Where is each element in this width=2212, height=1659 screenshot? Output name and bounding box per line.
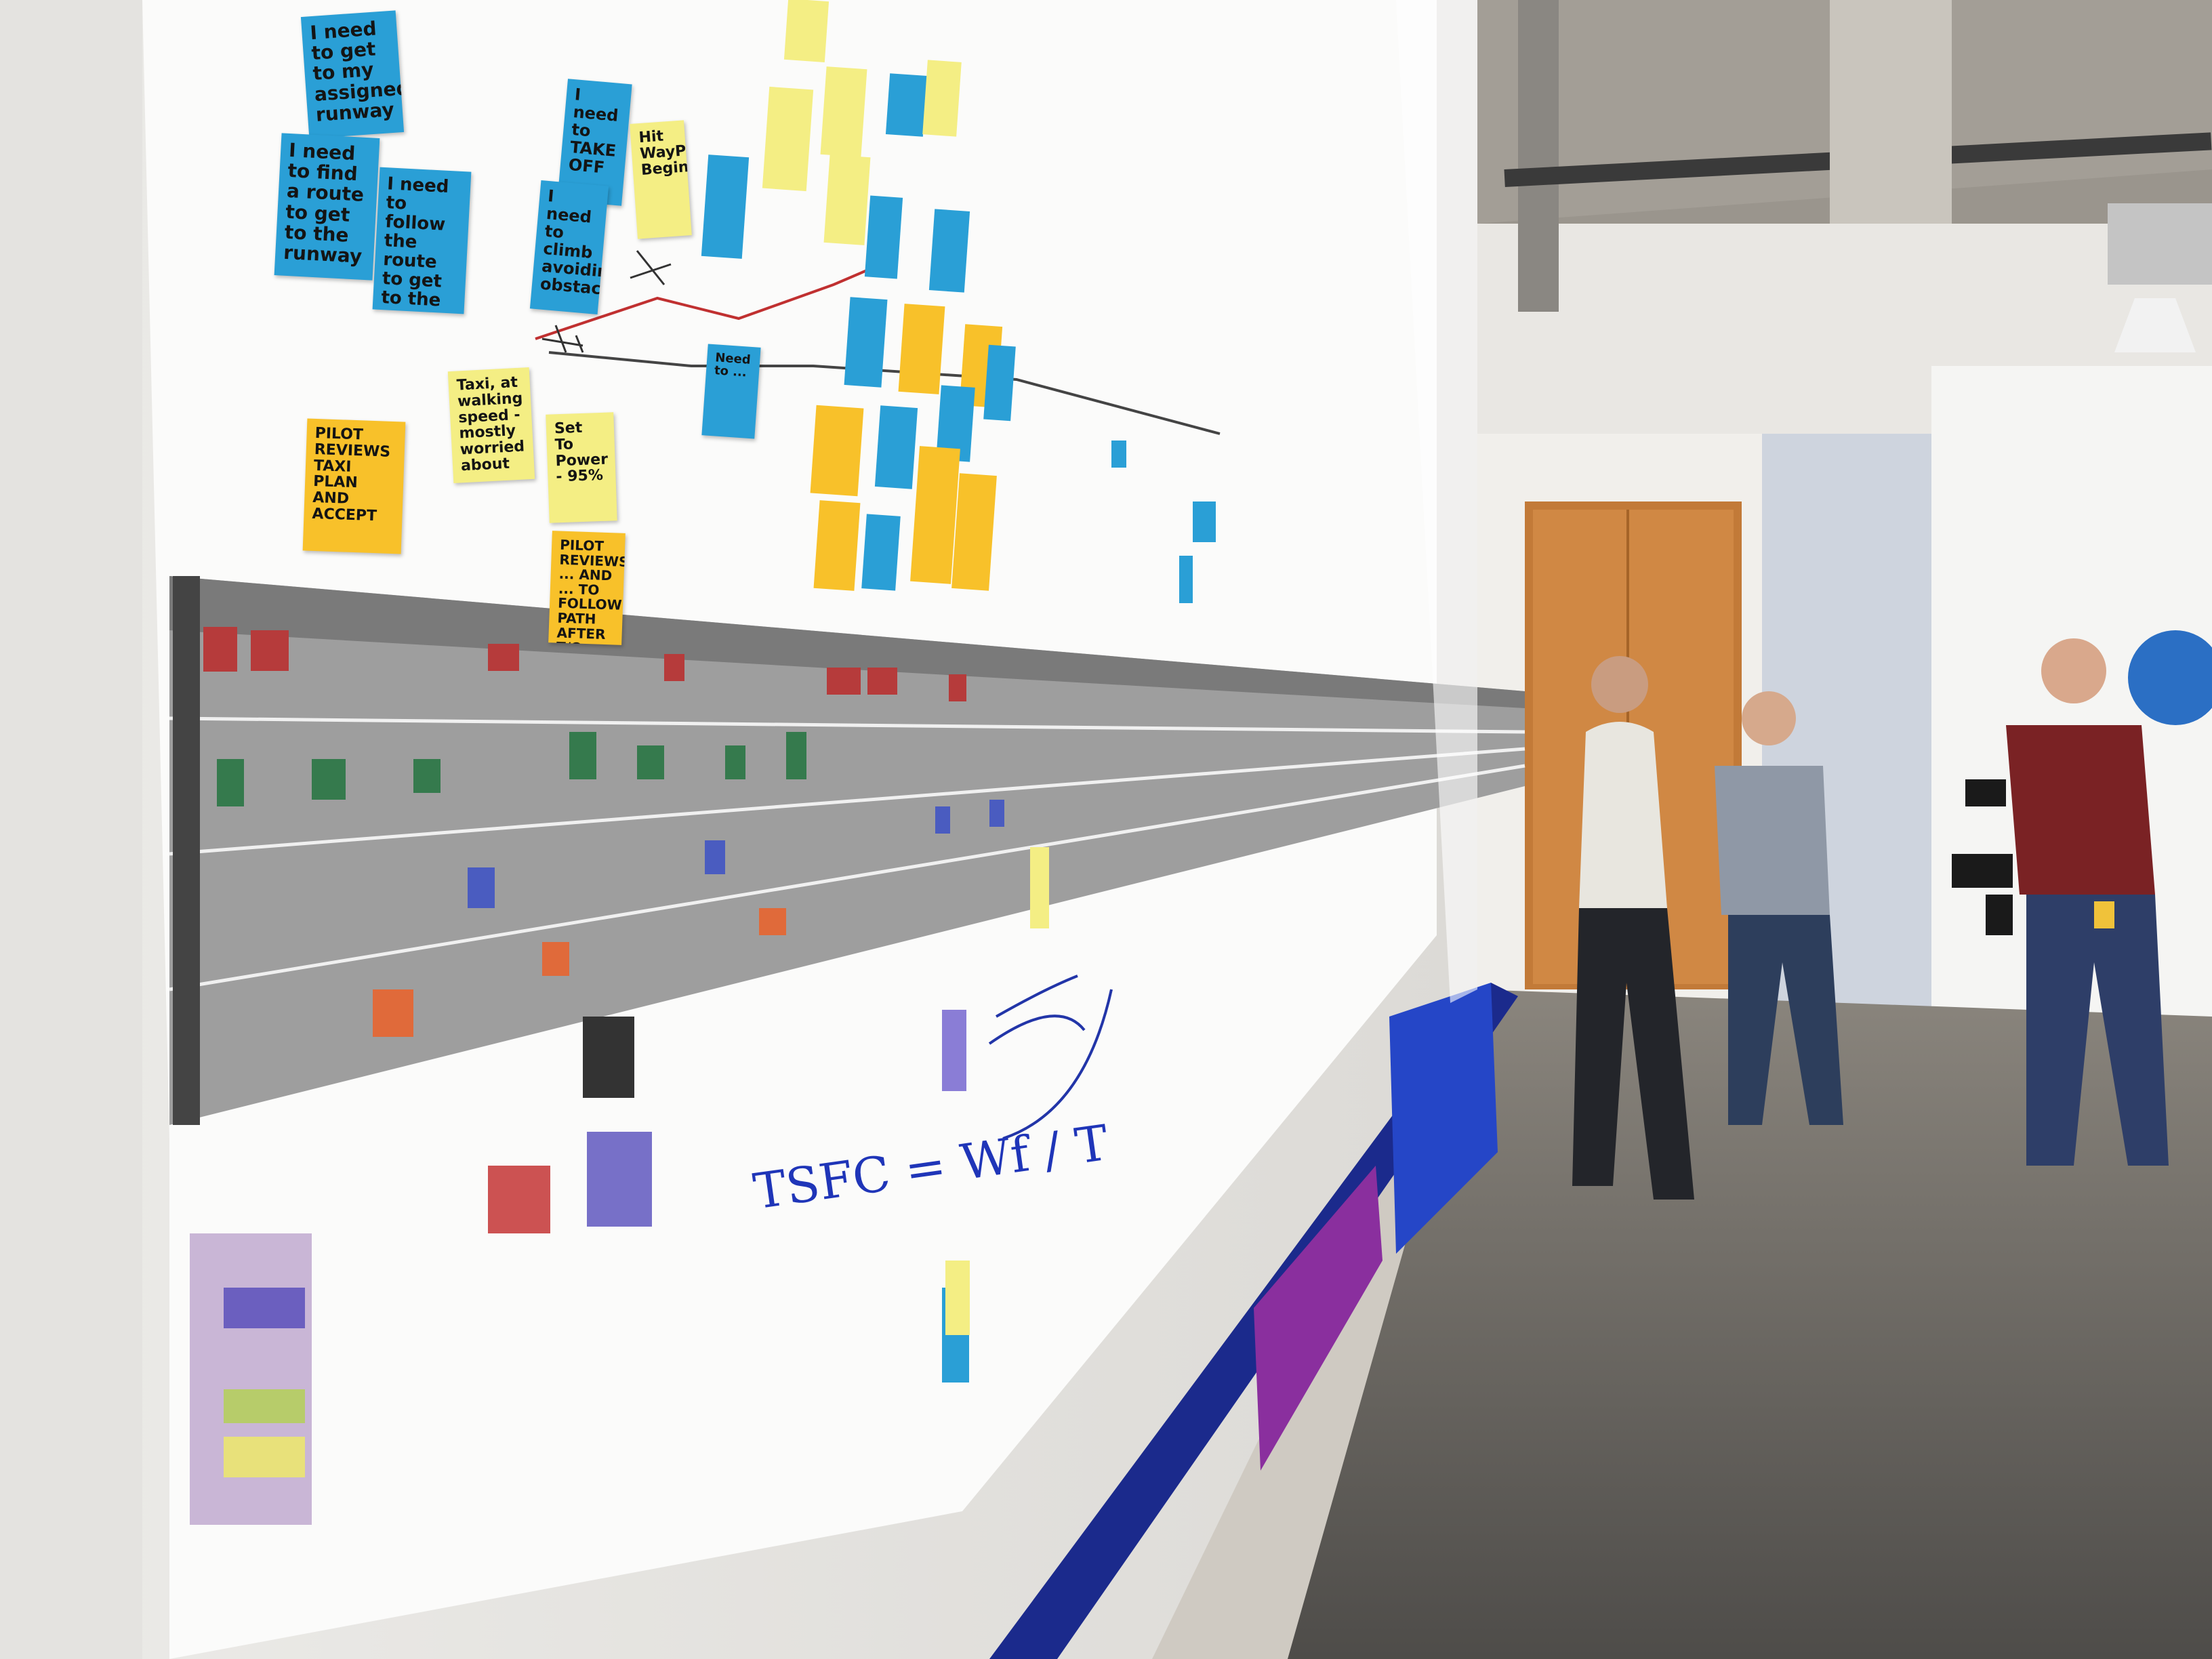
room-background bbox=[1288, 0, 2212, 1659]
sticky-note: I need to follow the route to get to the… bbox=[372, 167, 472, 314]
person-left bbox=[1572, 656, 1694, 1200]
sticky-note: PILOT REVIEWS TAXI PLAN AND ACCEPT bbox=[302, 418, 406, 554]
sticky-note bbox=[861, 514, 901, 591]
sticky-note bbox=[945, 1261, 970, 1335]
sticky-note bbox=[983, 344, 1016, 422]
employee-badge-icon bbox=[2094, 901, 2114, 928]
sticky-note bbox=[922, 60, 962, 137]
sticky-note: PILOT REVIEWS ... AND ... TO FOLLOW PATH… bbox=[548, 531, 626, 645]
sticky-note bbox=[844, 297, 888, 388]
sticky-note bbox=[820, 66, 867, 157]
sticky-note bbox=[874, 405, 918, 489]
sticky-note bbox=[1179, 556, 1193, 603]
sticky-note: Taxi, at walking speed - mostly worried … bbox=[447, 367, 535, 484]
person-middle bbox=[1715, 691, 1843, 1125]
sticky-note bbox=[823, 155, 871, 245]
sticky-note bbox=[762, 86, 814, 192]
marker-drawings bbox=[535, 263, 1221, 1140]
person-right bbox=[2006, 638, 2169, 1166]
sticky-note bbox=[885, 73, 928, 137]
sticky-note bbox=[783, 0, 830, 62]
sticky-note: I need to find a route to get to the run… bbox=[274, 133, 380, 281]
sticky-note bbox=[810, 405, 864, 497]
sticky-note bbox=[813, 500, 861, 591]
sticky-note bbox=[1111, 441, 1126, 468]
sticky-note: Need to ... bbox=[701, 344, 761, 439]
sticky-note bbox=[928, 209, 970, 293]
sticky-note bbox=[701, 155, 750, 259]
airplane-sketch-icon bbox=[541, 250, 672, 353]
sticky-note bbox=[898, 304, 945, 394]
sticky-note bbox=[1030, 847, 1049, 928]
sticky-note bbox=[864, 195, 903, 279]
sticky-note: I need to climb avoiding obstacles bbox=[529, 180, 609, 314]
sticky-note: Hit WayPt Begin bbox=[630, 120, 692, 239]
sticky-note bbox=[1193, 501, 1216, 542]
process-cards bbox=[190, 627, 1004, 1525]
sticky-note: Set To Power - 95% bbox=[546, 412, 617, 523]
wall bbox=[0, 0, 1525, 1659]
sticky-note: I need to get to my assigned runway bbox=[300, 10, 405, 139]
